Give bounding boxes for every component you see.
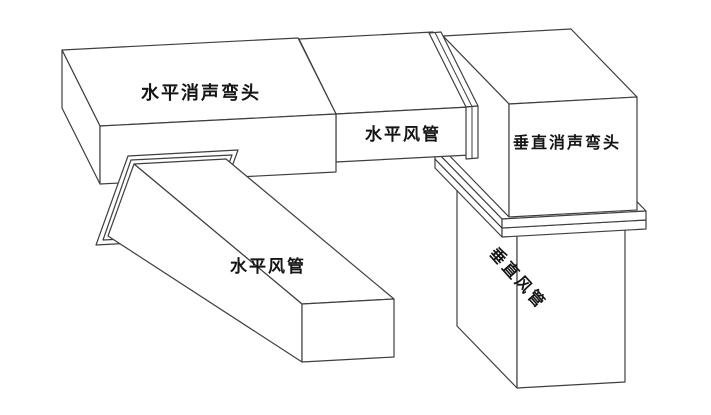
middle-horizontal-duct: [298, 31, 471, 163]
vertical-elbow-label: 垂直消声弯头: [513, 133, 621, 152]
bottom-horizontal-duct: [107, 158, 395, 363]
horizontal-elbow-top-face: [61, 37, 337, 127]
horizontal-elbow-label: 水平消声弯头: [141, 82, 261, 103]
middle-duct-flange-inner-line-top: [434, 32, 473, 107]
bottom-duct-end-face: [301, 298, 395, 363]
middle-duct-flange: [428, 31, 479, 160]
horizontal-elbow: [61, 37, 337, 185]
flange-plate-upper-front-edge: [501, 210, 647, 229]
middle-horizontal-duct-label: 水平风管: [365, 124, 441, 144]
bottom-horizontal-duct-label: 水平风管: [230, 256, 306, 276]
vertical-elbow-front-face: [508, 96, 638, 218]
